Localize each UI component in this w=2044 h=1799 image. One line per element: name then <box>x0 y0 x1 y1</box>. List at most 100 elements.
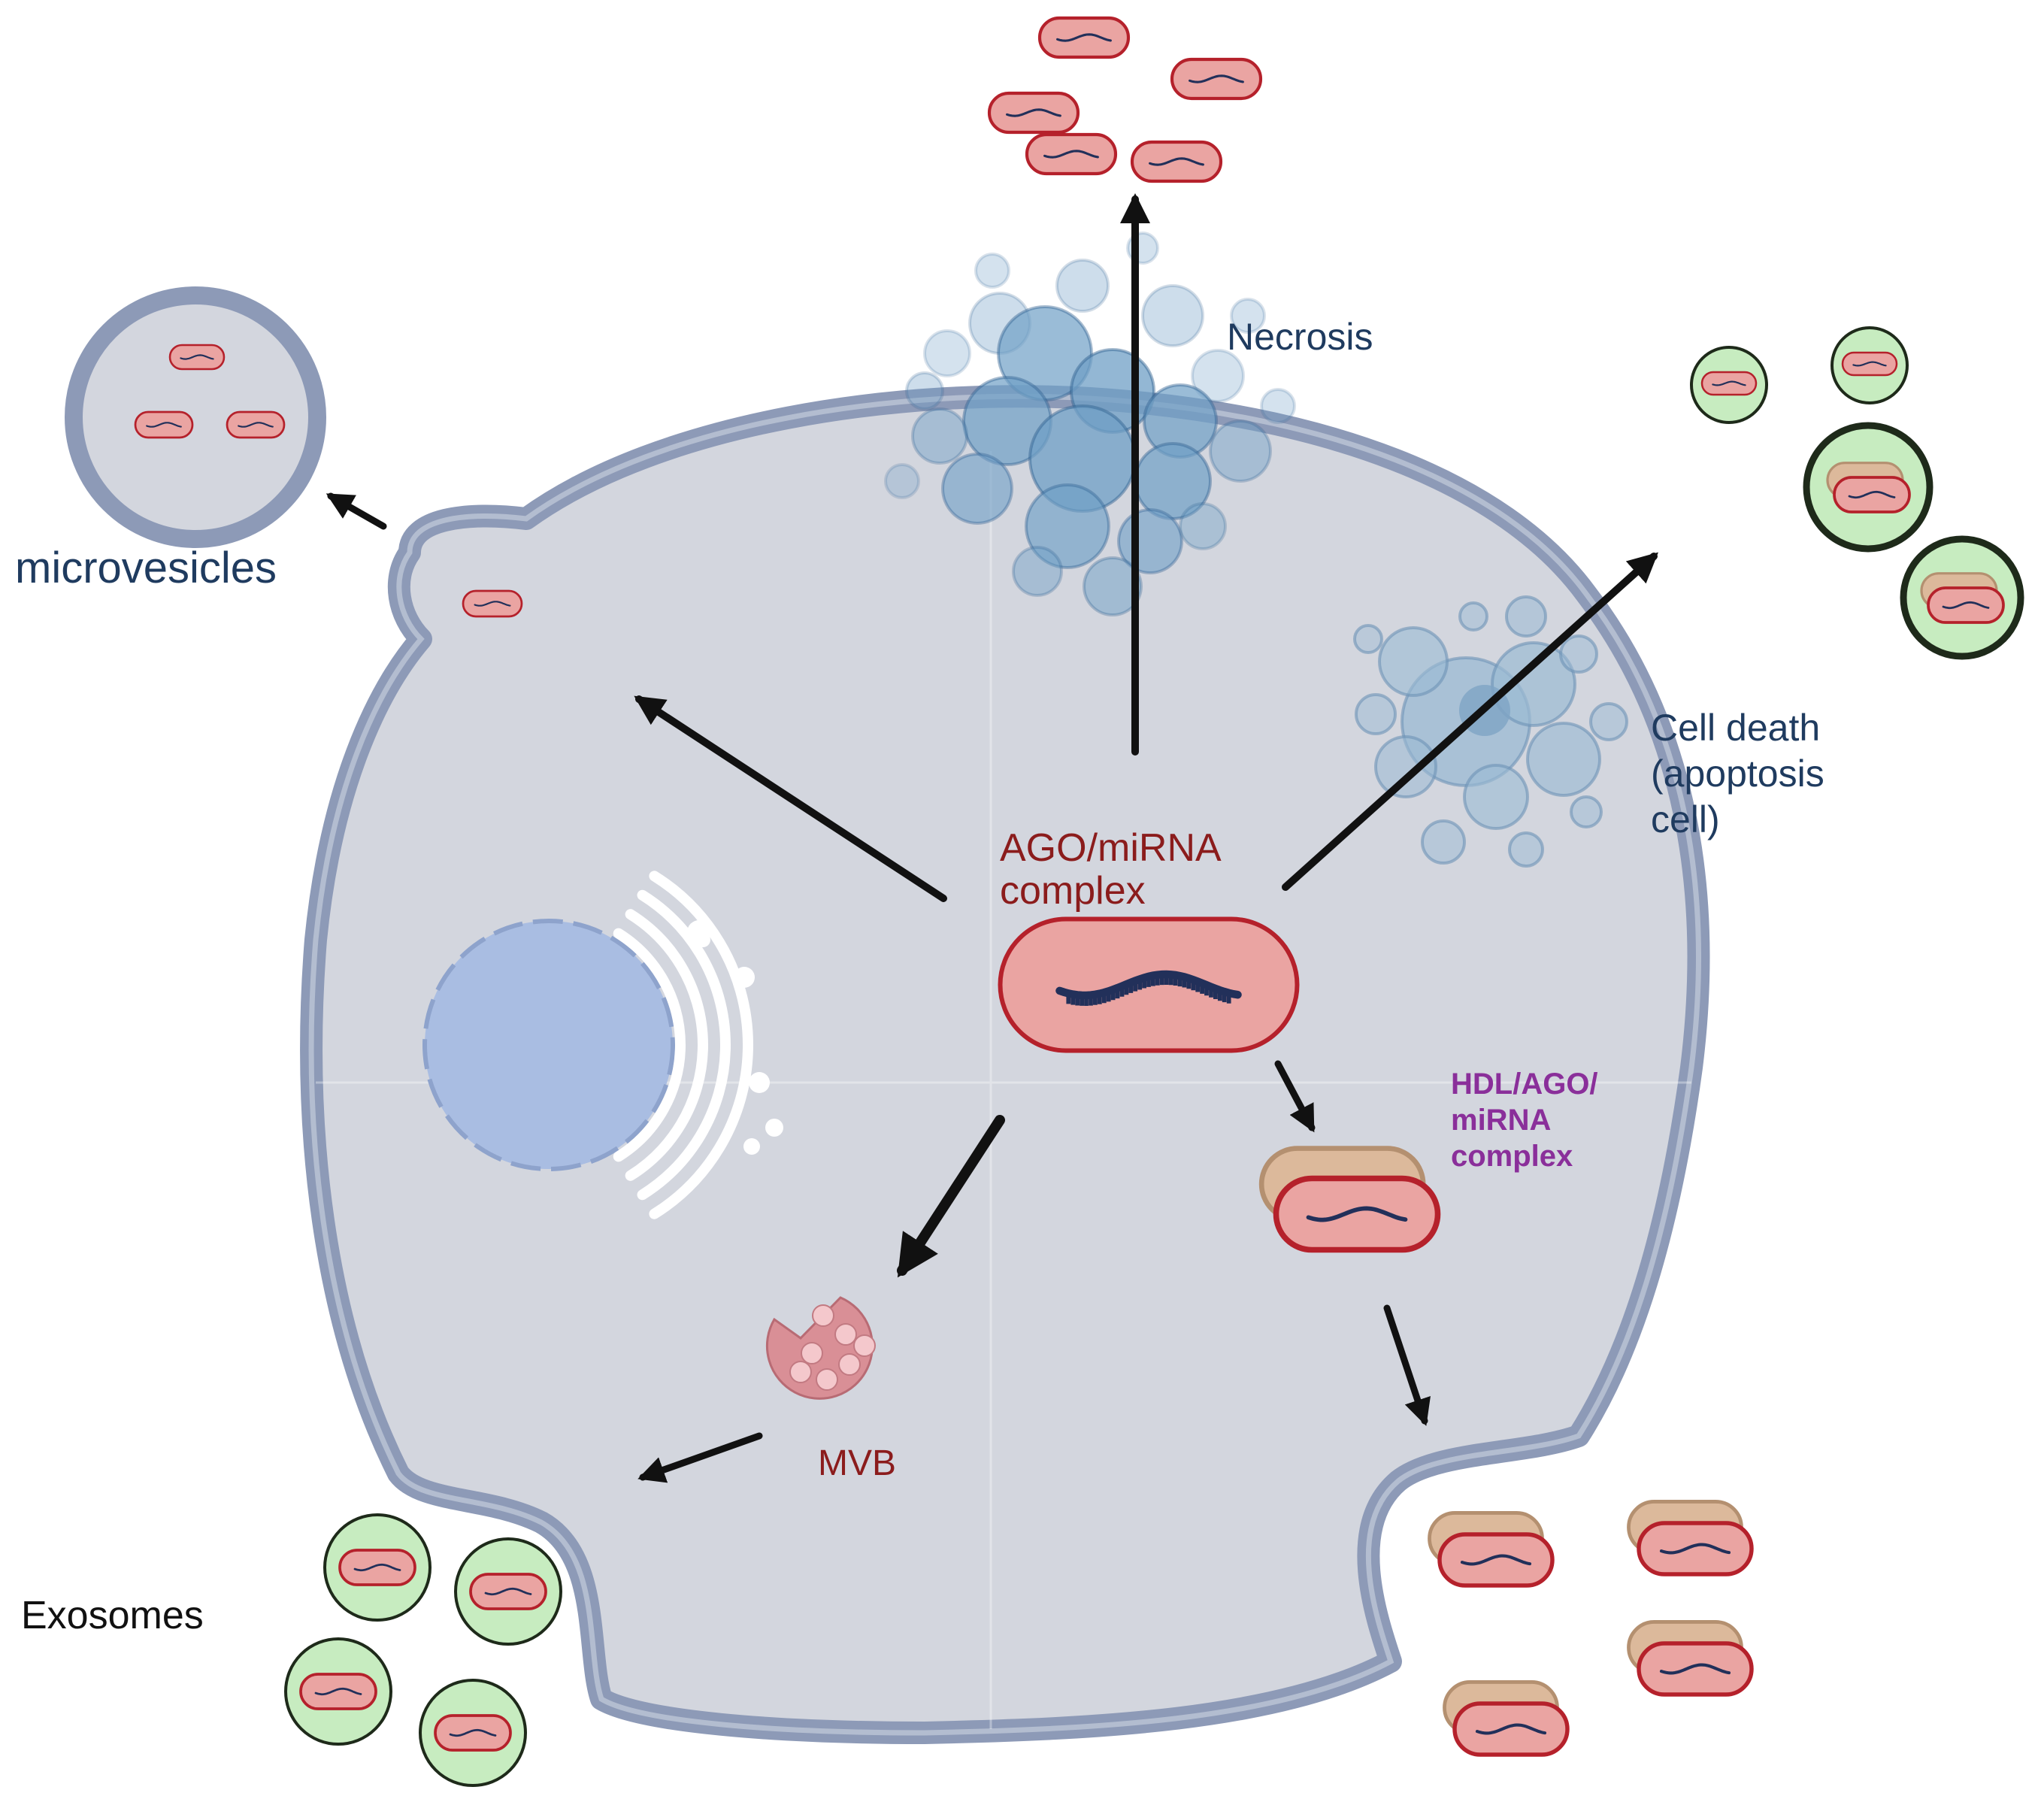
ago-capsule-body <box>1037 16 1131 59</box>
golgi-cisterna <box>637 889 731 1201</box>
exosome-icon <box>419 1679 527 1787</box>
necrosis-fragment <box>905 371 944 410</box>
ago-capsule-body <box>1637 1641 1754 1697</box>
necrosis-fragment <box>1141 284 1204 347</box>
necrosis-fragment <box>1230 298 1266 334</box>
necrosis-fragment <box>1055 259 1110 313</box>
exosome-icon <box>284 1637 392 1746</box>
mirna-strand <box>484 1587 532 1596</box>
mirna-strand <box>1942 601 1990 610</box>
golgi-cisterna <box>613 928 686 1162</box>
microvesicle-release-arrow <box>326 492 387 530</box>
microvesicle-pathway-arrow <box>634 695 947 902</box>
ago-mirna-capsule-icon <box>1700 371 1758 396</box>
apoptosis-release-arrow <box>1282 552 1658 891</box>
mirna-strand <box>1460 1554 1532 1566</box>
golgi-vesicle <box>749 1072 770 1093</box>
hdl-complex-icon <box>1627 1500 1754 1576</box>
hdl-label-line: miRNA <box>1451 1104 1552 1137</box>
ago-mirna-capsule-icon <box>1452 1701 1570 1757</box>
cell-death-label-line: (apoptosis <box>1651 753 1824 795</box>
central-ago-mirna-complex <box>998 916 1300 1053</box>
ago-label-line: complex <box>1000 869 1146 913</box>
apoptosis-fragment <box>1508 831 1544 868</box>
nucleus-envelope <box>422 919 675 1171</box>
necrosis-label: Necrosis <box>1227 316 1373 358</box>
mirna-strand <box>449 1728 497 1737</box>
hdl-secretion-arrow <box>1383 1304 1431 1426</box>
apoptosis-fragment <box>1374 735 1437 798</box>
cell-death-label-line: cell) <box>1651 798 1720 840</box>
necrosis-fragment <box>974 253 1010 289</box>
apoptosis-fragment <box>1458 601 1488 631</box>
ago-capsule-body <box>1273 1175 1441 1253</box>
ago-mirna-capsule-icon <box>1025 132 1118 176</box>
ago-mirna-capsule-icon <box>462 589 523 618</box>
mirna-strand <box>1475 1723 1547 1735</box>
ago-mirna-capsule-icon <box>134 410 194 439</box>
necrosis-fragment <box>1260 388 1296 424</box>
hdl-ago-mirna-complex-label: HDL/AGO/ miRNA complex <box>1451 1066 1598 1174</box>
ago-mirna-capsule-icon <box>434 1714 512 1752</box>
exosome-icon <box>1690 346 1768 424</box>
exosome-icon <box>323 1513 432 1622</box>
necrosis-debris <box>884 232 1296 616</box>
apoptosis-fragment <box>1378 626 1449 697</box>
exosome-secretion-arrow <box>637 1432 763 1483</box>
mirna-strand <box>180 354 214 360</box>
ago-mirna-capsule-icon <box>1927 586 2005 624</box>
mvb-intraluminal-vesicle <box>853 1334 876 1357</box>
ago-mirna-capsule-icon <box>1637 1521 1754 1576</box>
ago-mirna-capsule-icon <box>1130 140 1223 183</box>
cell-death-label-line: Cell death <box>1651 707 1821 749</box>
mvb-icon <box>765 1296 876 1400</box>
apoptosis-fragment <box>1491 641 1576 727</box>
mirna-strand <box>1056 33 1112 42</box>
ago-capsule-body <box>1700 371 1758 396</box>
hdl-complex-icon <box>1428 1511 1555 1588</box>
necrosis-fragment <box>1191 349 1245 403</box>
apoptosis-fragment <box>1526 722 1601 797</box>
ago-mirna-complex-label: AGO/miRNA complex <box>1000 826 1222 913</box>
mvb-intraluminal-vesicle <box>834 1323 857 1346</box>
nucleus-icon <box>422 919 675 1171</box>
golgi-vesicle <box>765 1119 783 1137</box>
hdl-label-line: complex <box>1451 1140 1573 1173</box>
mirna-strand <box>1043 150 1099 159</box>
necrosis-fragment <box>1209 419 1272 483</box>
ago-mirna-capsule-icon <box>299 1673 377 1710</box>
ago-capsule-body <box>434 1714 512 1752</box>
ago-mirna-capsule-icon <box>1833 476 1911 513</box>
mirna-strand <box>1848 490 1896 499</box>
ago-mirna-capsule-icon <box>469 1573 547 1610</box>
apoptosis-fragment <box>1355 693 1397 735</box>
ago-capsule-body <box>1637 1521 1754 1576</box>
ago-capsule-body <box>1927 586 2005 624</box>
ago-capsule-body <box>338 1549 416 1586</box>
necrosis-fragment <box>911 407 968 465</box>
apoptosis-fragment <box>1463 764 1529 830</box>
ago-capsule-body <box>1025 132 1118 176</box>
golgi-vesicle <box>734 967 755 988</box>
necrosis-fragment <box>1025 483 1110 569</box>
ago-capsule-body <box>1833 476 1911 513</box>
hdl-complex-icon <box>1443 1680 1570 1757</box>
hdl-complex-icon <box>1920 572 2005 624</box>
ago-capsule-body <box>1841 351 1898 377</box>
ago-mirna-capsule-icon <box>1437 1532 1555 1588</box>
hdl-label-line: HDL/AGO/ <box>1451 1068 1598 1101</box>
mirna-strand <box>1149 157 1204 166</box>
golgi-icon <box>613 871 783 1219</box>
apoptosis-fragment <box>1421 819 1466 865</box>
mirna-strand <box>1852 361 1887 367</box>
ago-capsule-body <box>987 91 1080 135</box>
ago-capsule-body <box>469 1573 547 1610</box>
hdl-complex-icon <box>1258 1146 1441 1253</box>
ago-capsule-body <box>1130 140 1223 183</box>
microvesicles-label: microvesicles <box>15 544 277 592</box>
ago-mirna-capsule-icon <box>168 344 226 371</box>
necrosis-fragment <box>1083 556 1143 616</box>
apoptosis-fragment <box>1570 795 1603 828</box>
mvb-intraluminal-vesicle <box>789 1361 812 1383</box>
microvesicle <box>65 286 326 548</box>
